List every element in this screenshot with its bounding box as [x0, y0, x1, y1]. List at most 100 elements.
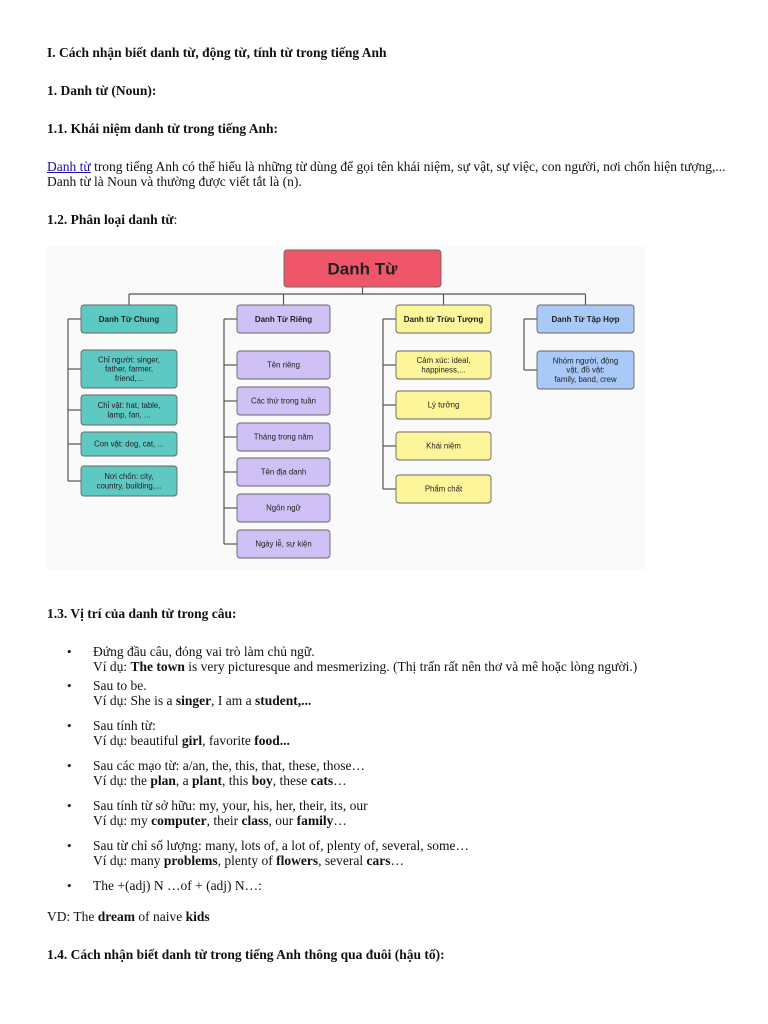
- list-item-rule: Sau các mạo từ: a/an, the, this, that, t…: [93, 758, 365, 773]
- definition-text: trong tiếng Anh có thể hiểu là những từ …: [47, 159, 726, 189]
- column-item-box: [80, 394, 178, 426]
- noun-position-list: Đứng đầu câu, đóng vai trò làm chủ ngữ. …: [67, 644, 747, 893]
- list-item-example: Ví dụ: the plan, a plant, this boy, thes…: [93, 773, 747, 788]
- example-noun: boy: [251, 773, 273, 788]
- list-item-rule: Sau tính từ:: [93, 718, 156, 733]
- column-item-label: Cảm xúc: ideal,happiness,...: [417, 356, 471, 374]
- list-item-rule: Sau từ chỉ số lượng: many, lots of, a lo…: [93, 838, 469, 853]
- column-item-label: Lý tưởng: [428, 401, 460, 410]
- vd-text: of naive: [135, 909, 186, 924]
- heading-noun-position: 1.3. Vị trí của danh từ trong câu:: [47, 606, 237, 621]
- example-text: , several: [318, 853, 367, 868]
- column-header-label: Danh Từ Chung: [99, 315, 160, 324]
- root-box: [283, 249, 442, 288]
- heading-noun-concept: 1.1. Khái niệm danh từ trong tiếng Anh:: [47, 121, 279, 136]
- heading-noun: 1. Danh từ (Noun):: [47, 83, 157, 98]
- example-text: , this: [222, 773, 252, 788]
- list-item-rule: Sau to be.: [93, 678, 147, 693]
- column-item-label: Các thứ trong tuần: [251, 397, 316, 406]
- column-item-box: [395, 390, 492, 420]
- root-label: Danh Từ: [328, 259, 399, 278]
- list-item: Đứng đầu câu, đóng vai trò làm chủ ngữ. …: [67, 644, 747, 674]
- example-noun: The town: [130, 659, 185, 674]
- column-item-box: [236, 529, 331, 559]
- example-noun: computer: [151, 813, 207, 828]
- list-item: The +(adj) N …of + (adj) N…:: [67, 878, 747, 893]
- definition-paragraph: Danh từ trong tiếng Anh có thể hiểu là n…: [47, 159, 737, 189]
- column-header-box: [536, 304, 635, 334]
- column-item-label: Ngôn ngữ: [266, 504, 301, 513]
- list-item-rule: Đứng đầu câu, đóng vai trò làm chủ ngữ.: [93, 644, 315, 659]
- column-item-box: [236, 350, 331, 380]
- column-item-box: [395, 431, 492, 461]
- example-text: , these: [272, 773, 311, 788]
- column-item-label: Con vật: dog, cat, ...: [94, 440, 164, 449]
- column-item-box: [236, 422, 331, 452]
- vd-noun: kids: [185, 909, 210, 924]
- list-item-example: Ví dụ: many problems, plenty of flowers,…: [93, 853, 747, 868]
- column-item-box: [80, 431, 178, 457]
- list-item-example: Ví dụ: beautiful girl, favorite food...: [93, 733, 747, 748]
- example-noun: student,...: [254, 693, 312, 708]
- example-noun: cats: [310, 773, 334, 788]
- column-header-box: [80, 304, 178, 334]
- column-item-label: Phẩm chất: [425, 485, 463, 494]
- column-item-label: Ngày lễ, sự kiện: [255, 540, 311, 549]
- example-prefix: Ví dụ: many: [93, 853, 164, 868]
- column-item-box: [236, 457, 331, 487]
- column-item-label: Tên địa danh: [261, 468, 307, 477]
- column-item-box: [236, 386, 331, 416]
- example-text: , plenty of: [217, 853, 277, 868]
- list-item-rule: Sau tính từ sở hữu: my, your, his, her, …: [93, 798, 368, 813]
- heading-noun-classification: 1.2. Phân loại danh từ:: [47, 212, 177, 228]
- example-text: , our: [268, 813, 297, 828]
- column-item-box: [80, 349, 178, 389]
- column-header-label: Danh Từ Riêng: [255, 315, 312, 324]
- list-item-example: Ví dụ: She is a singer, I am a student,.…: [93, 693, 747, 708]
- column-header-label: Danh Từ Tập Hợp: [552, 315, 620, 324]
- example-noun: singer: [175, 693, 212, 708]
- example-noun: plant: [192, 773, 223, 788]
- column-item-label: Khái niệm: [426, 442, 461, 451]
- example-text: …: [333, 813, 347, 828]
- column-item-label: Chỉ vật: hat, table,lamp, fan, ...: [98, 401, 161, 419]
- list-item: Sau tính từ sở hữu: my, your, his, her, …: [67, 798, 747, 828]
- column-item-label: Nơi chốn: city,country, building,...: [97, 472, 162, 490]
- vd-prefix: VD: The: [47, 909, 98, 924]
- example-text: …: [333, 773, 347, 788]
- example-noun: class: [241, 813, 269, 828]
- example-noun: family: [296, 813, 334, 828]
- vd-example: VD: The dream of naive kids: [47, 909, 210, 925]
- column-item-box: [536, 350, 635, 390]
- column-header-box: [395, 304, 492, 334]
- heading-noun-suffix: 1.4. Cách nhận biết danh từ trong tiếng …: [47, 947, 445, 962]
- column-item-box: [395, 474, 492, 504]
- list-item-rule: The +(adj) N …of + (adj) N…:: [93, 878, 262, 893]
- example-text: , their: [206, 813, 242, 828]
- column-item-label: Tháng trong năm: [254, 433, 313, 442]
- column-item-label: Chỉ người: singer,father, farmer,friend,…: [98, 355, 160, 383]
- example-text: …: [390, 853, 404, 868]
- example-prefix: Ví dụ: my: [93, 813, 152, 828]
- column-item-box: [395, 350, 492, 380]
- list-item-example: Ví dụ: my computer, their class, our fam…: [93, 813, 747, 828]
- column-header-box: [236, 304, 331, 334]
- example-noun: cars: [366, 853, 391, 868]
- example-text: , favorite: [202, 733, 255, 748]
- heading-colon: :: [173, 212, 178, 227]
- example-prefix: Ví dụ:: [93, 659, 131, 674]
- example-noun: plan: [150, 773, 176, 788]
- example-prefix: Ví dụ: She is a: [93, 693, 176, 708]
- list-item: Sau tính từ: Ví dụ: beautiful girl, favo…: [67, 718, 747, 748]
- list-item: Sau các mạo từ: a/an, the, this, that, t…: [67, 758, 747, 788]
- example-prefix: Ví dụ: beautiful: [93, 733, 182, 748]
- example-noun: food...: [254, 733, 290, 748]
- list-item-example: Ví dụ: The town is very picturesque and …: [93, 659, 747, 674]
- example-prefix: Ví dụ: the: [93, 773, 151, 788]
- example-noun: girl: [181, 733, 203, 748]
- noun-link[interactable]: Danh từ: [47, 159, 91, 174]
